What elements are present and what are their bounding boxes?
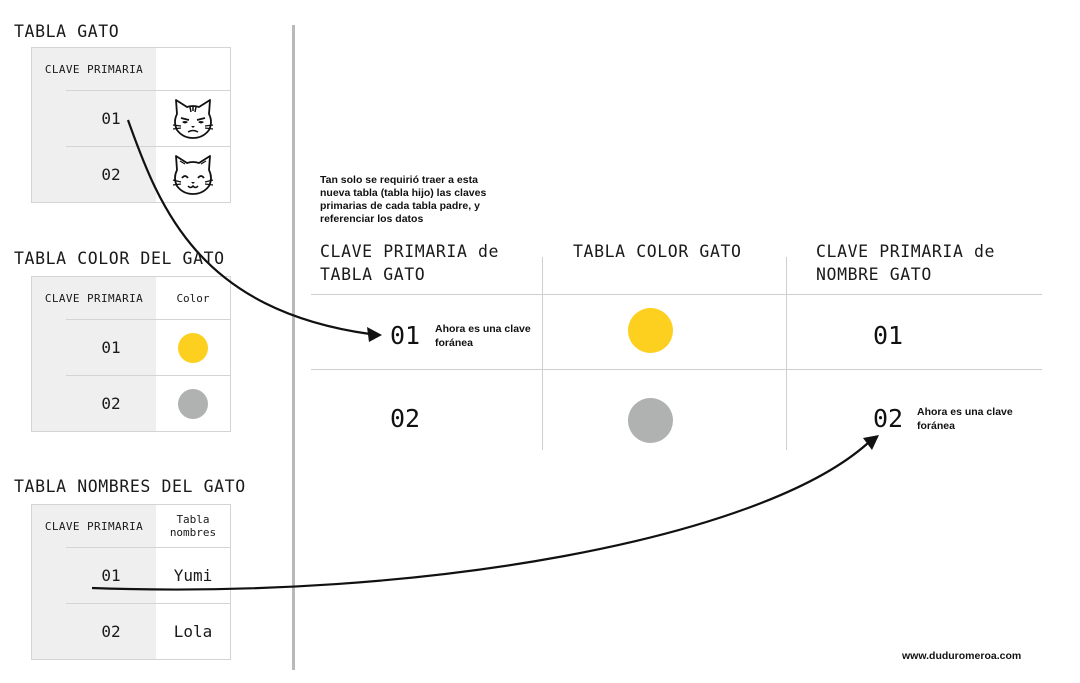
table-row: 01	[66, 319, 230, 375]
yellow-color-swatch	[178, 332, 208, 363]
child-cat-pk-02: 02	[390, 404, 421, 433]
cat-pk-01: 01	[101, 109, 121, 128]
names-table-header-val: Tabla nombres	[169, 513, 217, 539]
foreign-key-note: Ahora es una clave foránea	[435, 323, 531, 349]
table-row: 02	[66, 146, 230, 202]
table-row: 02 Lola	[66, 603, 230, 659]
cat-table-title: TABLA GATO	[14, 22, 120, 41]
grid-line	[786, 257, 787, 450]
names-table-header: CLAVE PRIMARIA Tabla nombres	[32, 505, 230, 547]
arrow-head-icon	[367, 327, 382, 342]
gray-color-swatch	[178, 388, 208, 419]
foreign-key-note: Ahora es una clave foránea	[917, 406, 1013, 432]
grumpy-cat-icon	[156, 91, 230, 146]
names-pk-02: 02	[101, 622, 121, 641]
color-table-header: CLAVE PRIMARIA Color	[32, 277, 230, 319]
table-row: 01 Yumi	[66, 547, 230, 603]
footer-url: www.duduromeroa.com	[902, 650, 1022, 662]
child-header-name-pk: CLAVE PRIMARIA de NOMBRE GATO	[816, 242, 996, 284]
vertical-divider	[292, 25, 295, 670]
table-row: 02	[66, 375, 230, 431]
cat-table-header-val	[156, 48, 230, 90]
child-name-pk-01: 01	[873, 321, 904, 350]
color-table-title: TABLA COLOR DEL GATO	[14, 249, 225, 268]
names-table: CLAVE PRIMARIA Tabla nombres 01 Yumi 02 …	[31, 504, 231, 660]
grid-line	[311, 294, 1042, 295]
child-name-pk-02: 02	[873, 404, 904, 433]
name-lola: Lola	[173, 622, 213, 641]
explanation-note: Tan solo se requirió traer a esta nueva …	[320, 174, 487, 225]
names-table-header-pk: CLAVE PRIMARIA	[44, 519, 144, 533]
yellow-color-swatch	[628, 308, 673, 353]
gray-color-swatch	[628, 398, 673, 443]
color-table: CLAVE PRIMARIA Color 01 02	[31, 276, 231, 432]
grid-line	[311, 369, 1042, 370]
smiling-cat-icon	[156, 147, 230, 202]
table-row: 01	[66, 90, 230, 146]
color-table-header-pk: CLAVE PRIMARIA	[44, 291, 144, 305]
names-table-title: TABLA NOMBRES DEL GATO	[14, 477, 246, 496]
color-table-header-val: Color	[176, 291, 210, 305]
cat-table-header: CLAVE PRIMARIA	[32, 48, 230, 90]
cat-table-header-pk: CLAVE PRIMARIA	[44, 62, 144, 76]
cat-table: CLAVE PRIMARIA 01 02	[31, 47, 231, 203]
name-yumi: Yumi	[173, 566, 213, 585]
arrow-head-icon	[863, 435, 879, 450]
grid-line	[542, 257, 543, 450]
child-header-cat-pk: CLAVE PRIMARIA de TABLA GATO	[320, 242, 500, 284]
child-header-color: TABLA COLOR GATO	[573, 242, 742, 261]
cat-pk-02: 02	[101, 165, 121, 184]
color-pk-01: 01	[101, 338, 121, 357]
child-cat-pk-01: 01	[390, 321, 421, 350]
names-pk-01: 01	[101, 566, 121, 585]
color-pk-02: 02	[101, 394, 121, 413]
